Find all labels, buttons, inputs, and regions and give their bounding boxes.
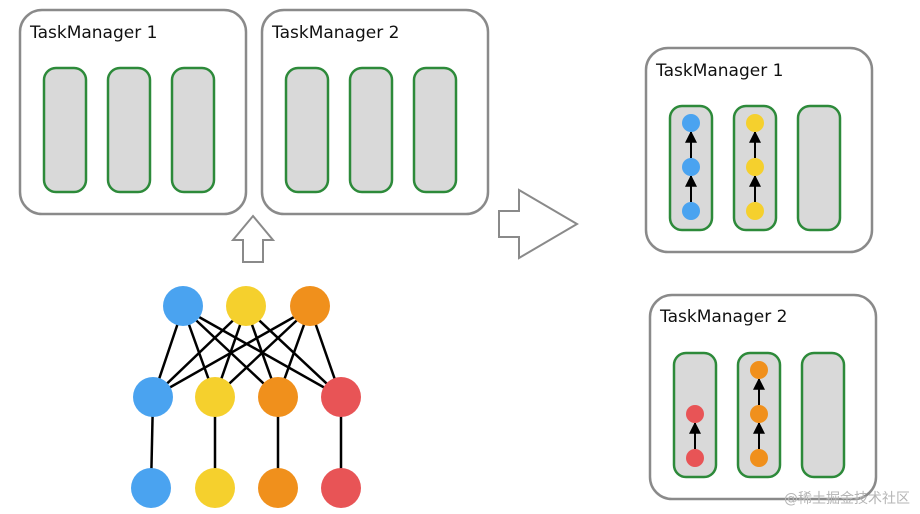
bottom-node-red	[321, 468, 361, 508]
middle-node-yellow	[195, 377, 235, 417]
operator-node	[746, 158, 764, 176]
bottom-node-yellow	[195, 468, 235, 508]
bottom-node-orange	[258, 468, 298, 508]
middle-node-red	[321, 377, 361, 417]
watermark-text: @稀土掘金技术社区	[784, 491, 910, 507]
task-slot	[42, 66, 88, 194]
task-slot	[348, 66, 394, 194]
up-arrow-icon	[230, 214, 276, 263]
taskmanager-title: TaskManager 2	[271, 23, 399, 43]
graph-edge	[181, 306, 279, 398]
source-node-blue	[163, 286, 203, 326]
taskmanager-title: TaskManager 2	[659, 307, 787, 327]
taskmanager-title: TaskManager 1	[29, 23, 157, 43]
before-taskmanager-1: TaskManager 1	[18, 8, 248, 216]
graph-edges	[145, 306, 349, 489]
middle-node-orange	[258, 377, 298, 417]
operator-node	[750, 449, 768, 467]
operator-node	[746, 114, 764, 132]
operator-node	[686, 449, 704, 467]
operator-node	[682, 114, 700, 132]
bottom-node-blue	[131, 468, 171, 508]
task-slot	[800, 351, 846, 479]
operator-node	[750, 405, 768, 423]
operator-node	[746, 202, 764, 220]
operator-node	[682, 158, 700, 176]
task-slot	[170, 66, 216, 194]
source-node-orange	[290, 286, 330, 326]
task-slot	[284, 66, 330, 194]
before-taskmanager-2: TaskManager 2	[260, 8, 490, 216]
task-slot	[106, 66, 152, 194]
middle-node-blue	[133, 377, 173, 417]
taskmanager-title: TaskManager 1	[655, 61, 783, 81]
graph-edge	[181, 306, 342, 399]
operator-node	[750, 361, 768, 379]
right-arrow-icon	[498, 188, 579, 260]
operator-node	[686, 405, 704, 423]
source-node-yellow	[226, 286, 266, 326]
after-taskmanager-1: TaskManager 1	[644, 46, 874, 254]
graph-edge	[244, 306, 342, 398]
task-slot	[412, 66, 458, 194]
dataflow-graph	[131, 286, 361, 508]
after-taskmanager-2: TaskManager 2	[648, 293, 878, 501]
operator-node	[682, 202, 700, 220]
task-slot	[796, 104, 842, 232]
